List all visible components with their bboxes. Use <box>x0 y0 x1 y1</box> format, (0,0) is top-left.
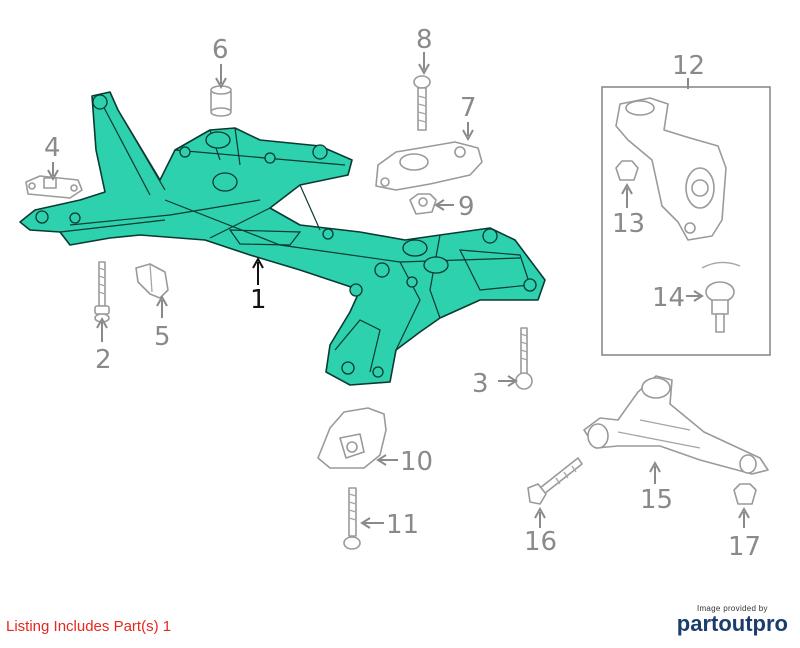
callout-labels: 1 2 3 4 5 6 7 8 9 10 11 12 13 14 15 16 1… <box>44 25 761 562</box>
callout-3: 3 <box>472 369 489 399</box>
bolt-part-2[interactable] <box>94 261 110 323</box>
ball-joint-part-14[interactable] <box>701 261 741 333</box>
control-arm-part-15[interactable] <box>583 375 769 475</box>
callout-1: 1 <box>250 285 267 315</box>
bracket-part-5[interactable] <box>135 263 169 299</box>
callout-2: 2 <box>95 345 112 375</box>
callout-10: 10 <box>400 447 433 477</box>
callout-12: 12 <box>672 51 705 81</box>
bushing-part-6[interactable] <box>210 85 232 117</box>
bolt-part-11[interactable] <box>343 487 361 550</box>
mount-part-7[interactable] <box>375 141 483 191</box>
knuckle-group-part-12[interactable] <box>601 86 771 356</box>
bolt-part-8[interactable] <box>413 75 431 131</box>
callout-7: 7 <box>460 93 477 123</box>
nut-part-13[interactable] <box>615 160 639 181</box>
nut-part-17[interactable] <box>733 483 757 505</box>
subframe-part-1[interactable] <box>19 91 546 386</box>
callout-5: 5 <box>154 322 171 352</box>
engine-mount-part-10[interactable] <box>317 407 387 469</box>
callout-6: 6 <box>212 35 229 65</box>
callout-16: 16 <box>524 527 557 557</box>
callout-4: 4 <box>44 133 61 163</box>
listing-includes-note: Listing Includes Part(s) 1 <box>6 618 172 635</box>
callout-11: 11 <box>386 510 419 540</box>
bolt-part-3[interactable] <box>515 327 533 390</box>
callout-14: 14 <box>652 283 685 313</box>
callout-9: 9 <box>458 192 475 222</box>
bolt-part-16[interactable] <box>527 457 583 505</box>
bracket-part-4[interactable] <box>25 175 83 199</box>
callout-13: 13 <box>612 209 645 239</box>
leader-lines <box>47 52 750 529</box>
brand-caption: Image provided by <box>696 604 768 613</box>
callout-15: 15 <box>640 485 673 515</box>
parts-diagram: 1 2 3 4 5 6 7 8 9 10 11 12 13 14 15 16 1… <box>19 25 771 562</box>
callout-8: 8 <box>416 25 433 55</box>
brand-name: partoutpro <box>676 611 788 636</box>
callout-17: 17 <box>728 532 761 562</box>
brand-logo: Image provided by partoutpro <box>677 604 788 635</box>
nut-part-9[interactable] <box>409 193 437 215</box>
